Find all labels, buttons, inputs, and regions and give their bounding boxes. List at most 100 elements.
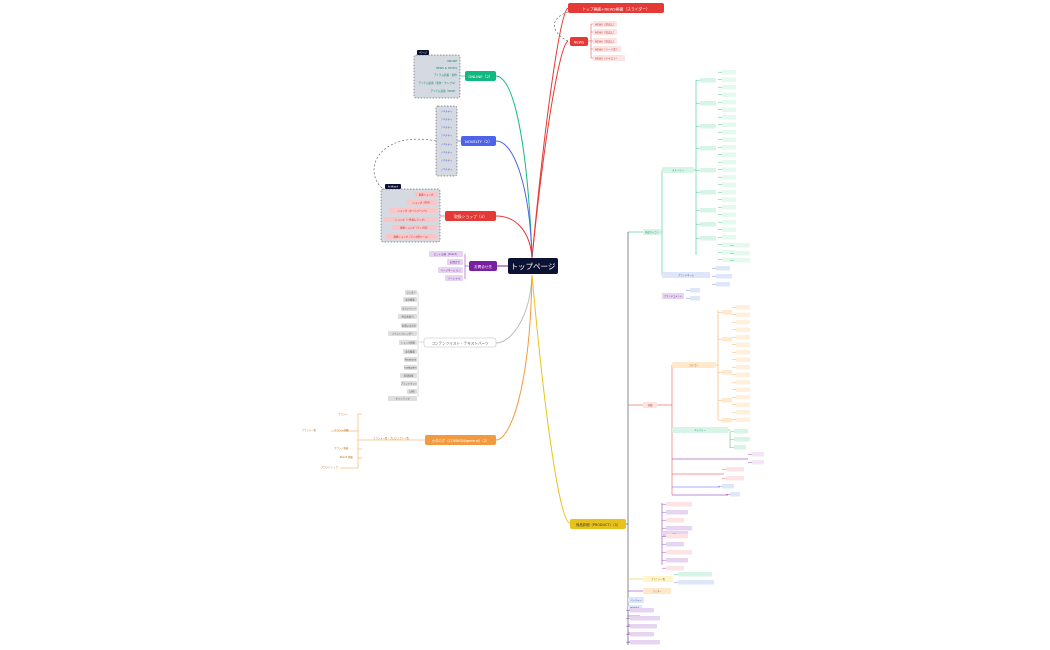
branch-shop[interactable]: 取扱ショップ（4） — [445, 211, 496, 221]
novelty-item: ノベルティ — [441, 133, 453, 137]
leaf-node — [666, 518, 684, 523]
connector-top-slider — [531, 7, 569, 259]
contents-item: サイトマップ — [395, 397, 410, 401]
online-item: アイテム新着（新作・サンプル） — [418, 81, 457, 85]
leaf-node — [734, 437, 750, 442]
connector-news — [531, 40, 569, 259]
news-item: NEWS（リード文） — [595, 47, 618, 51]
product-group: カテゴリ — [689, 363, 698, 367]
online-tag: ページ — [419, 51, 427, 55]
leaf-node — [722, 484, 734, 489]
news-label: NEWS — [574, 41, 585, 45]
leaf-node — [722, 137, 736, 142]
connector-contents — [495, 274, 533, 344]
news-item-list: NEWS（見出し） NEWS（見出し） NEWS（見出し） NEWS（リード文）… — [593, 21, 625, 61]
contents-label: コンテンツリスト・テキストパーツ — [431, 341, 489, 346]
leaf-node — [736, 395, 750, 400]
leaf-node — [726, 476, 744, 481]
contact-item: ソーシャル — [448, 277, 461, 280]
leaf-node — [722, 130, 736, 135]
leaf-node — [722, 257, 736, 262]
leaf-node — [730, 492, 740, 497]
leaf-node — [722, 77, 736, 82]
main-connectors — [495, 7, 571, 524]
leaf-node — [722, 242, 736, 247]
contact-item: お問合せ — [450, 260, 461, 264]
shop-item: 取扱ショップ — [419, 193, 434, 197]
catalog-item: ブランド一覧 — [302, 428, 317, 432]
leaf-node — [722, 145, 736, 150]
branch-contact[interactable]: お問合せ先 — [469, 261, 497, 271]
branch-catalog[interactable]: カタログ（COMMON/general）（2） — [425, 435, 496, 445]
leaf-node — [722, 197, 736, 202]
branch-product[interactable]: 商品詳細（PRODUCT）（3） — [570, 519, 626, 529]
catalog-item: ブランド — [338, 412, 348, 416]
leaf-node — [690, 288, 700, 293]
leaf-node — [700, 124, 716, 129]
leaf-node — [722, 250, 736, 255]
leaf-node — [722, 107, 736, 112]
leaf-node — [700, 208, 716, 213]
shop-group: Artlliant 取扱ショップ ショップ（PDF） ショップ（ホームページへ）… — [380, 184, 445, 243]
leaf-node — [716, 282, 730, 287]
news-item: NEWS（テキスト） — [595, 56, 618, 60]
contents-item: Facebook — [405, 359, 417, 362]
center-node[interactable]: トップページ — [508, 258, 558, 274]
leaf-node — [726, 467, 744, 472]
leaf-node — [734, 243, 750, 248]
leaf-node — [736, 402, 750, 407]
leaf-node — [722, 100, 736, 105]
contents-item: お問い合わせ — [402, 324, 417, 328]
shop-item: ショップ（ホームページへ） — [398, 209, 429, 213]
leaf-node — [722, 220, 736, 225]
leaf-node — [736, 305, 750, 310]
product-group: 商品カテゴリ — [645, 230, 659, 234]
leaf-node — [736, 410, 750, 415]
novelty-item: ノベルティ — [441, 109, 453, 113]
leaf-node — [722, 227, 736, 232]
branch-novelty[interactable]: NOVELTY（2） — [461, 136, 496, 146]
online-item: アイテム新着・新作 — [434, 73, 457, 77]
connector-novelty — [495, 140, 533, 259]
leaf-node — [630, 624, 657, 629]
novelty-item: ノベルティ — [441, 167, 453, 171]
contents-item: フッター — [406, 291, 416, 295]
product-leaf-layer — [626, 70, 764, 645]
catalog-item: ブランド新着 — [334, 446, 349, 450]
novelty-item: ノベルティ — [441, 125, 453, 129]
leaf-node — [722, 160, 736, 165]
branch-contents[interactable]: コンテンツリスト・テキストパーツ — [423, 337, 497, 348]
branch-news[interactable]: NEWS — [570, 37, 588, 46]
product-group: ページャー — [630, 599, 642, 602]
leaf-node — [666, 542, 684, 547]
branch-top-slider[interactable]: トップ画面+NEWS画面（スライダー） — [568, 3, 664, 13]
leaf-node — [700, 222, 716, 227]
branch-online[interactable]: ONLINE（2） — [465, 71, 496, 81]
news-item: NEWS（見出し） — [595, 39, 616, 43]
contents-item: 採用情報 — [404, 374, 414, 378]
leaf-node — [666, 550, 692, 555]
shop-item: 取扱ショップ（マップ用） — [400, 226, 429, 230]
leaf-node — [666, 510, 688, 515]
leaf-node — [722, 182, 736, 187]
leaf-node — [722, 310, 732, 315]
shop-item: 取扱ショップ（マップ用ページ） — [394, 235, 430, 239]
leaf-node — [722, 370, 732, 375]
leaf-node — [666, 566, 684, 571]
leaf-node — [752, 452, 764, 457]
leaf-node — [722, 337, 732, 342]
leaf-node — [722, 92, 736, 97]
novelty-item: ノベルティ — [441, 117, 453, 121]
online-item: アイテム新着（NEW） — [430, 89, 457, 93]
leaf-node — [700, 101, 716, 106]
leaf-node — [734, 429, 748, 434]
leaf-node — [734, 445, 746, 450]
catalog-items: ブランド一覧・プロジェクト一覧 ブランド ブランド一覧 ブランド詳細 ブランド新… — [302, 412, 425, 469]
leaf-node — [700, 146, 716, 151]
novelty-item: ノベルティ — [441, 142, 453, 146]
connector-catalog — [495, 274, 533, 441]
catalog-side: ブランド一覧・プロジェクト一覧 — [373, 436, 409, 440]
leaf-node — [736, 342, 750, 347]
leaf-node — [630, 632, 654, 637]
